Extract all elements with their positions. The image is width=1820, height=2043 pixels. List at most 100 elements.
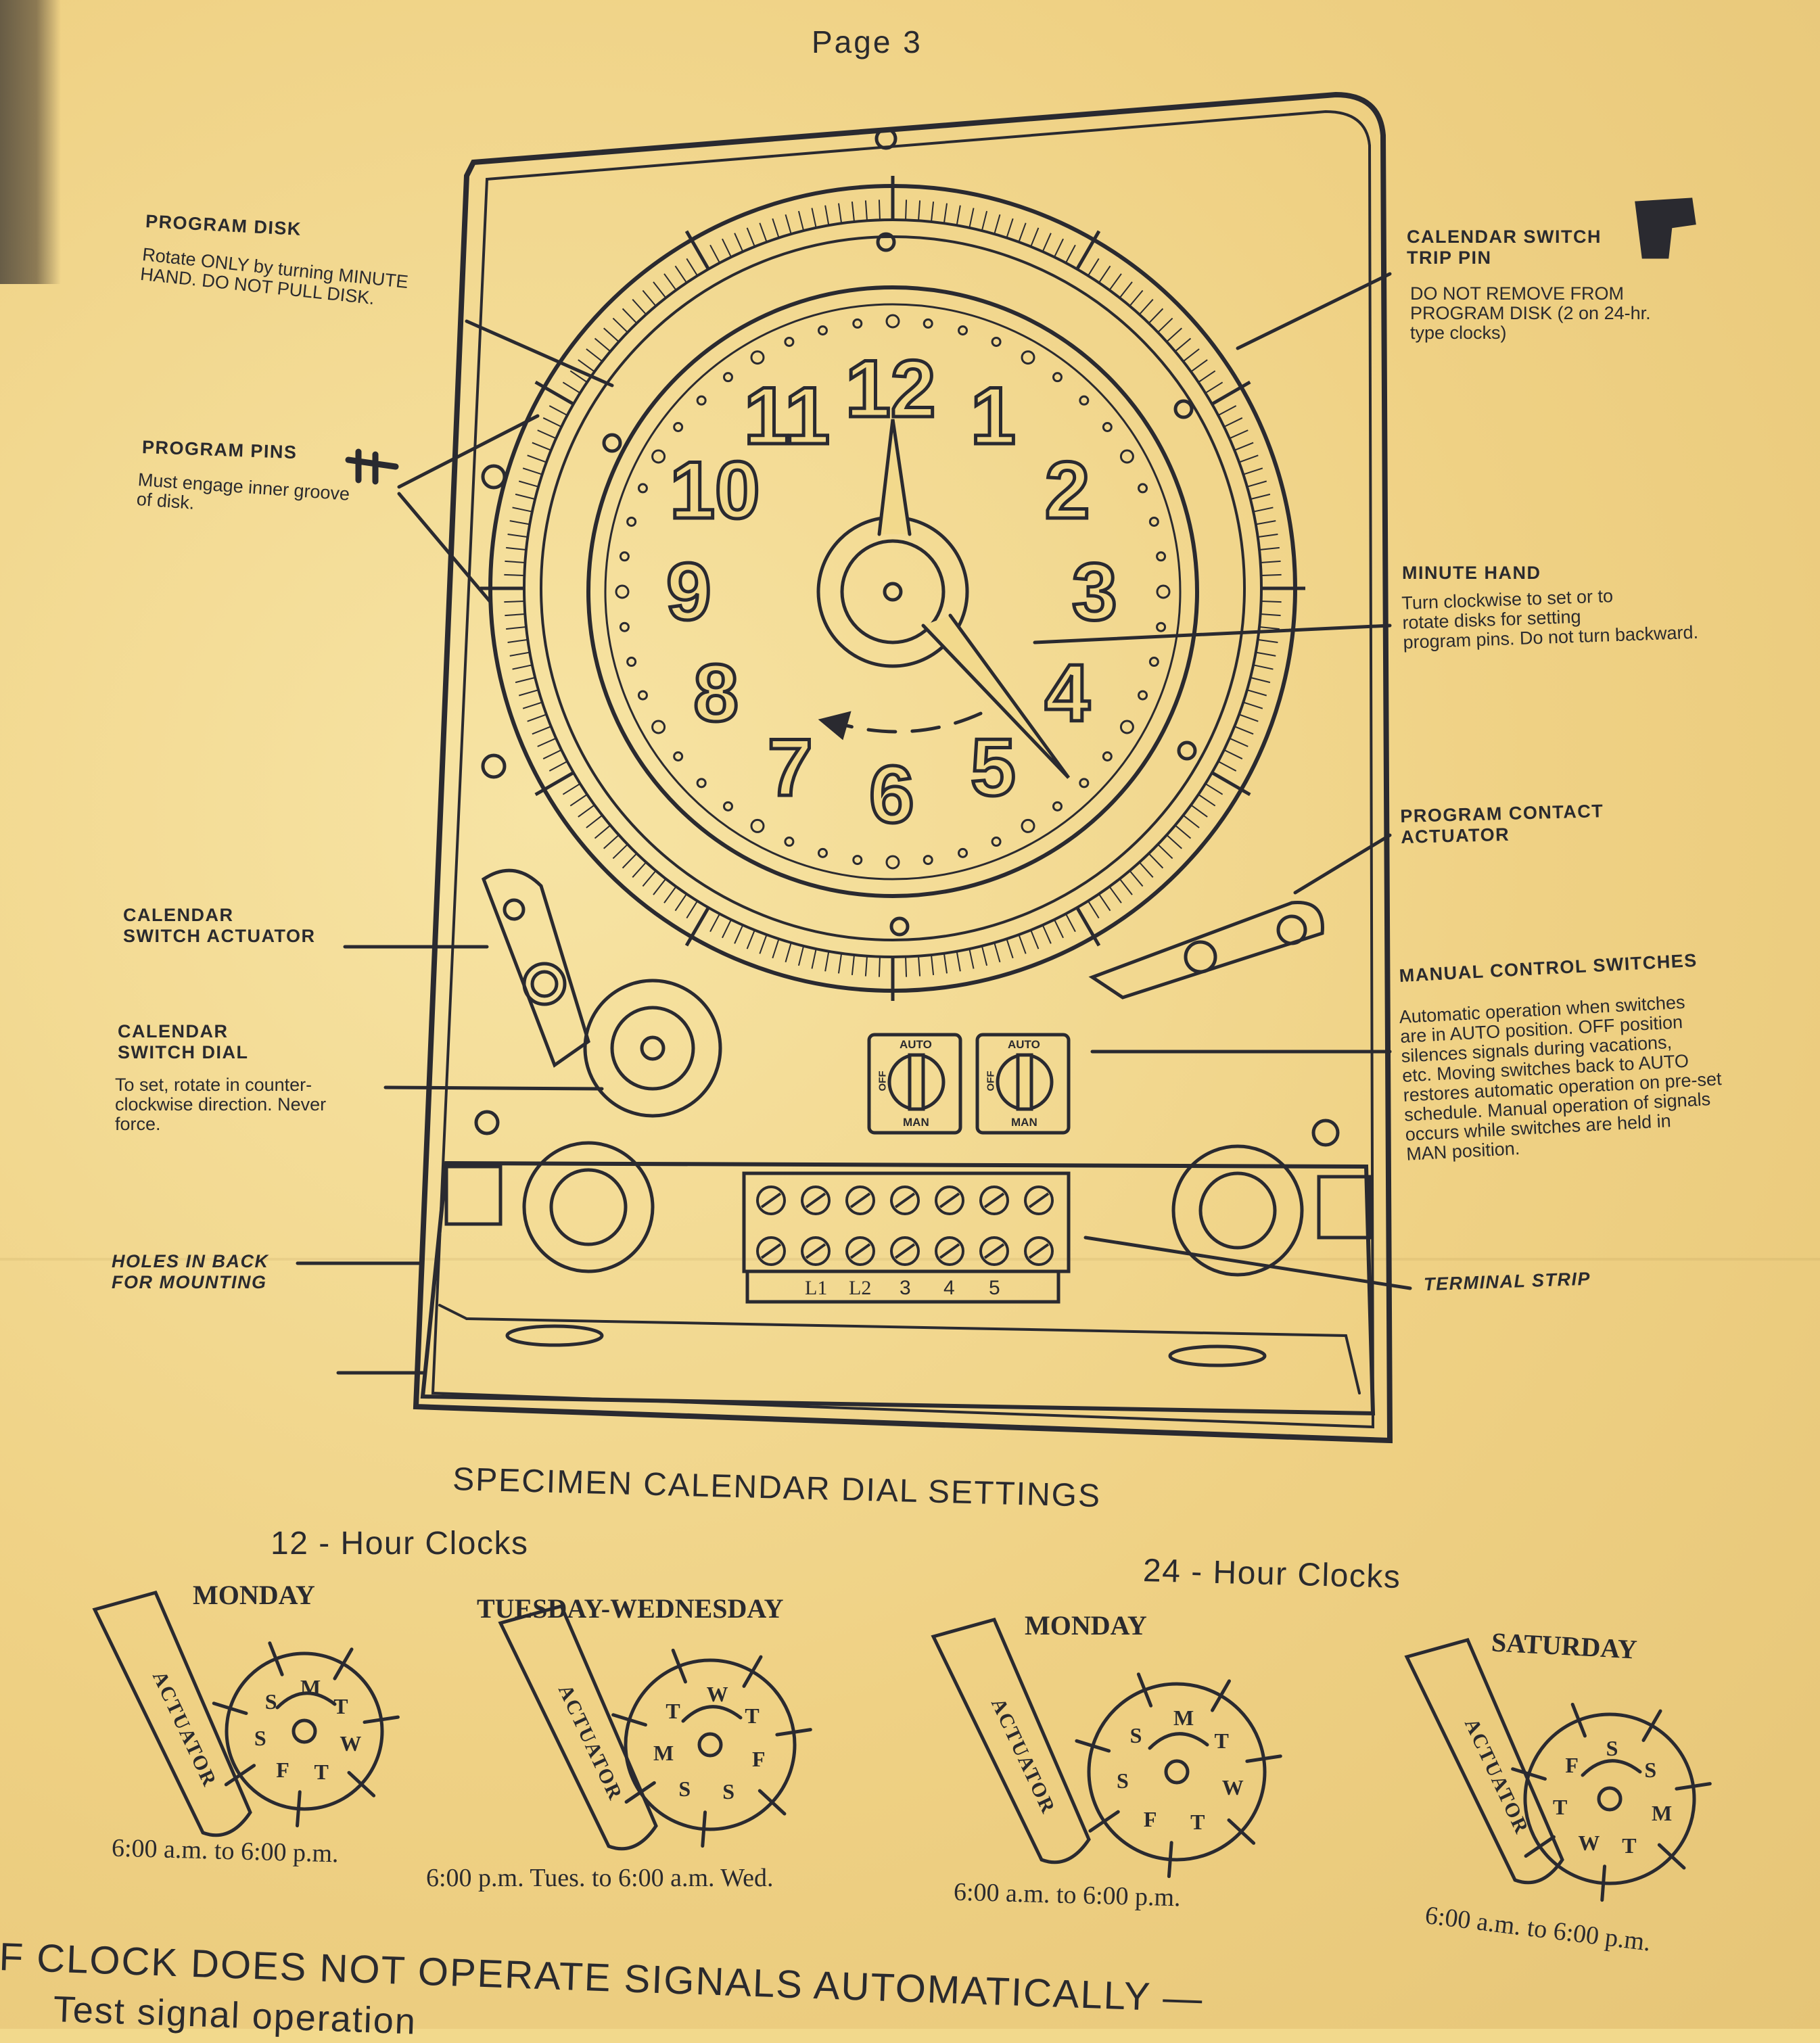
specimen-day-letter: S xyxy=(264,1689,277,1714)
specimen-dial-spoke xyxy=(212,1701,248,1715)
ring-tick xyxy=(1030,929,1040,949)
specimen-dial xyxy=(1087,1682,1267,1862)
terminal-screw-top xyxy=(756,1185,786,1215)
switch-1-off: OFF xyxy=(877,1071,889,1091)
ring-tick xyxy=(1250,676,1271,684)
program-pin-hole xyxy=(923,855,933,866)
terminal-screw-bottom xyxy=(979,1236,1009,1266)
terminal-label-l2: L2 xyxy=(849,1277,872,1299)
specimen-day-letter: W xyxy=(1578,1831,1600,1856)
ring-tick xyxy=(797,945,805,966)
ring-tick xyxy=(981,210,988,231)
ring-tick xyxy=(507,638,528,644)
ring-tick xyxy=(1190,804,1208,818)
ring-tick xyxy=(562,782,581,795)
ring-tick xyxy=(505,560,526,563)
ring-tick xyxy=(686,258,699,277)
label-line: TRIP PIN xyxy=(1407,248,1492,268)
ring-tick xyxy=(1211,771,1251,797)
ring-tick xyxy=(994,942,1001,963)
program-pin-hole xyxy=(1138,690,1148,701)
ring-tick xyxy=(515,493,536,500)
ring-tick xyxy=(549,405,568,417)
specimen-dial xyxy=(225,1651,384,1811)
switch-1-auto: AUTO xyxy=(900,1038,932,1051)
ring-tick xyxy=(674,893,688,912)
program-disk-ring-inner xyxy=(523,218,1263,958)
clock-numeral: 3 xyxy=(1071,546,1119,637)
program-pin-hole xyxy=(817,847,828,858)
dial-face-inner xyxy=(604,303,1182,880)
specimen-dial-spoke xyxy=(775,1728,812,1737)
ring-tick xyxy=(507,533,528,538)
terminal-screw-slot xyxy=(894,1192,916,1208)
ring-tick xyxy=(1157,843,1173,860)
program-pin-hole xyxy=(958,325,969,336)
label-line: CALENDAR xyxy=(118,1021,229,1041)
ring-tick xyxy=(734,233,744,252)
ring-tick xyxy=(674,265,688,283)
ring-tick xyxy=(504,601,525,603)
clock-numeral: 9 xyxy=(665,546,714,637)
terminal-screw-slot xyxy=(1028,1192,1050,1208)
ring-tick xyxy=(1075,230,1101,271)
ring-tick xyxy=(1198,370,1216,383)
label-line: CALENDAR xyxy=(123,905,234,925)
ring-tick xyxy=(1138,299,1154,315)
base-inner xyxy=(465,1317,1361,1394)
program-pin-hole xyxy=(991,336,1002,347)
specimen-day-letter: T xyxy=(333,1693,348,1718)
callout-terminal xyxy=(1083,1236,1412,1290)
screw-ring-left xyxy=(602,433,622,453)
callout-cal-dial xyxy=(383,1085,604,1091)
ring-tick xyxy=(537,737,557,747)
ring-tick xyxy=(1253,664,1274,670)
ring-tick xyxy=(981,945,988,966)
terminal-screw-slot xyxy=(849,1243,871,1259)
terminal-screw-top xyxy=(979,1185,1009,1215)
page-corner-shadow xyxy=(0,0,61,284)
specimen-day-letter: M xyxy=(1173,1706,1194,1731)
mount-hole-right xyxy=(1171,1144,1304,1277)
ring-tick xyxy=(653,878,667,895)
specimen-dial-spoke xyxy=(347,1770,376,1798)
ring-tick xyxy=(1006,939,1014,959)
specimen-day-letter: T xyxy=(666,1698,680,1723)
switch-1-man: MAN xyxy=(903,1116,929,1129)
housing-inner xyxy=(431,110,1375,1429)
ring-tick xyxy=(504,573,525,576)
ring-tick xyxy=(722,238,732,258)
ring-tick xyxy=(632,862,647,878)
specimen-dial-arrow xyxy=(1581,1759,1642,1777)
specimen-dial-spoke xyxy=(1075,1739,1111,1753)
ring-tick xyxy=(1174,337,1192,352)
ring-tick xyxy=(759,934,768,954)
ring-tick xyxy=(603,327,620,343)
specimen-actuator-arm xyxy=(1404,1638,1564,1885)
ring-tick xyxy=(594,337,611,352)
callout-program-pins-1 xyxy=(397,414,540,489)
terminal-label-3: 3 xyxy=(900,1277,911,1299)
program-pin-hole xyxy=(1021,818,1035,833)
trip-pin-icon xyxy=(1635,197,1696,259)
terminal-screw-bottom xyxy=(1024,1236,1054,1266)
ring-tick xyxy=(709,244,721,264)
terminal-screw-slot xyxy=(939,1192,960,1208)
ring-tick xyxy=(824,205,830,226)
ring-tick xyxy=(1006,218,1014,238)
program-pin-hole xyxy=(1119,449,1134,464)
ring-tick xyxy=(1205,782,1223,795)
ring-tick xyxy=(956,951,961,972)
screw-ring-right xyxy=(1177,741,1197,761)
ring-tick xyxy=(1087,900,1100,919)
ring-tick xyxy=(1243,467,1263,475)
ring-tick xyxy=(1182,814,1200,828)
program-pin-hole xyxy=(1156,584,1171,599)
ring-tick xyxy=(1234,442,1254,451)
specimen-dial-spoke xyxy=(333,1647,354,1681)
ring-tick xyxy=(512,664,533,670)
specimen-actuator-arm xyxy=(92,1591,252,1837)
program-pin-hole xyxy=(619,551,630,562)
ring-tick xyxy=(542,417,562,427)
